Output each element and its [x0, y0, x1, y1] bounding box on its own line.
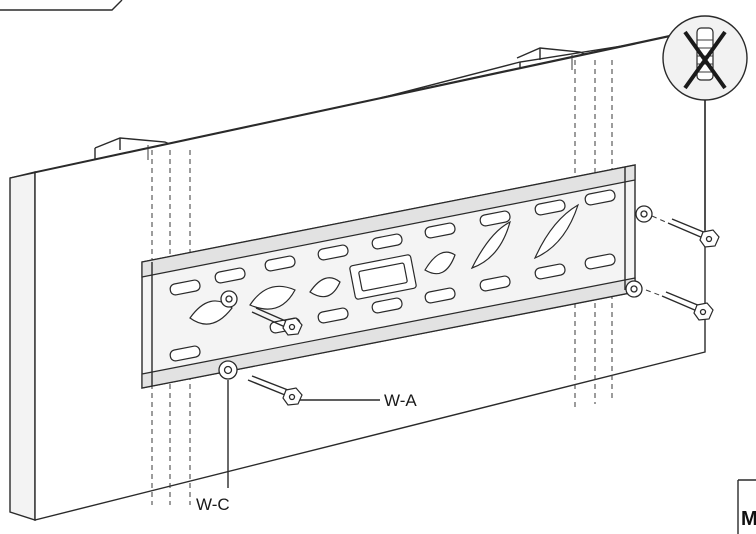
plate-washers — [218, 205, 653, 380]
plate-slots — [169, 189, 616, 362]
plate-leaf-cutouts — [189, 203, 580, 325]
washer-a-label: W-A — [384, 391, 417, 410]
top-left-corner-box — [0, 0, 123, 11]
washer-c-label: W-C — [196, 495, 230, 514]
callout-leaders — [227, 98, 706, 488]
corner-label-box: M — [737, 479, 756, 534]
bubble-level — [349, 254, 417, 300]
lag-screws — [247, 215, 720, 406]
corner-letter: M — [741, 508, 756, 530]
no-wall-anchor-icon — [662, 15, 748, 101]
